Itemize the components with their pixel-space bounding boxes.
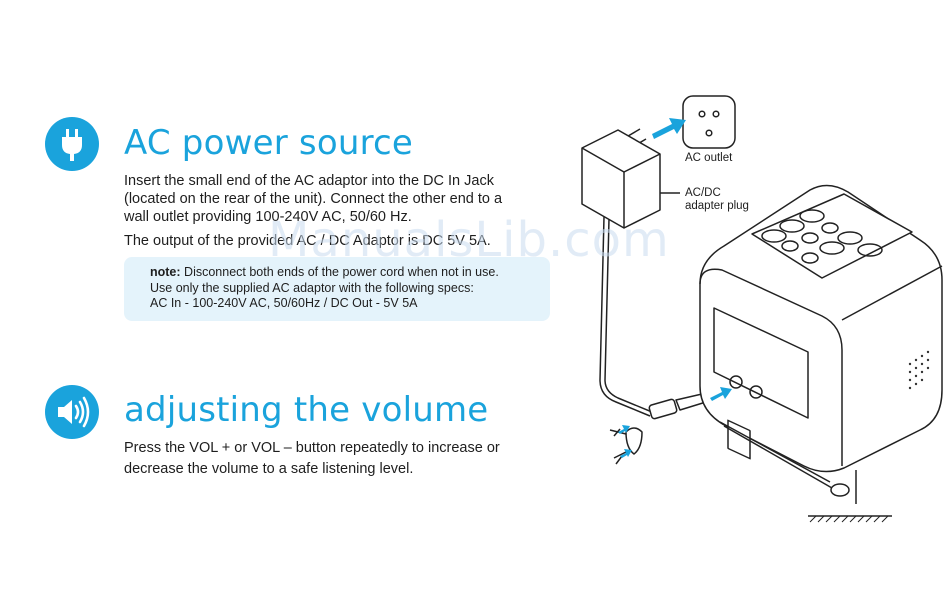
speaker-volume-icon bbox=[45, 385, 99, 439]
note-line: note: Disconnect both ends of the power … bbox=[150, 265, 499, 281]
ac-power-instructions: Insert the small end of the AC adaptor i… bbox=[124, 172, 502, 250]
instruction-line: Press the VOL + or VOL – button repeated… bbox=[124, 440, 500, 456]
volume-title: adjusting the volume bbox=[124, 390, 489, 430]
adapter-plug-label: AC/DC adapter plug bbox=[685, 187, 749, 213]
adapter-label-line: AC/DC bbox=[685, 187, 721, 199]
arrow-to-dc-jack bbox=[710, 387, 732, 401]
instruction-line: wall outlet providing 100-240V AC, 50/60… bbox=[124, 209, 412, 225]
arrow-to-outlet bbox=[652, 118, 686, 139]
note-line: AC In - 100-240V AC, 50/60Hz / DC Out - … bbox=[150, 296, 418, 310]
output-spec-line: The output of the provided AC / DC Adapt… bbox=[124, 233, 491, 249]
note-text: Disconnect both ends of the power cord w… bbox=[180, 265, 499, 279]
adapter-illustration bbox=[581, 129, 661, 229]
instruction-line: decrease the volume to a safe listening … bbox=[124, 461, 414, 477]
power-plug-icon bbox=[45, 117, 99, 171]
watermark: ManualsLib.com bbox=[268, 212, 670, 268]
note-line: Use only the supplied AC adaptor with th… bbox=[150, 280, 474, 295]
instruction-line: Insert the small end of the AC adaptor i… bbox=[124, 173, 494, 189]
ac-outlet-illustration bbox=[682, 95, 736, 149]
note-box: note: Disconnect both ends of the power … bbox=[124, 257, 550, 321]
ac-outlet-label: AC outlet bbox=[685, 152, 733, 164]
note-label: note: bbox=[150, 265, 181, 279]
speaker-grille bbox=[908, 350, 930, 390]
ac-power-title: AC power source bbox=[124, 123, 414, 163]
adapter-label-line: adapter plug bbox=[685, 200, 749, 212]
instruction-line: (located on the rear of the unit). Conne… bbox=[124, 191, 503, 207]
arrow-clip-bottom bbox=[620, 449, 632, 458]
power-connection-diagram bbox=[581, 95, 943, 523]
arrow-clip-top bbox=[618, 425, 630, 434]
volume-instructions: Press the VOL + or VOL – button repeated… bbox=[124, 438, 500, 480]
